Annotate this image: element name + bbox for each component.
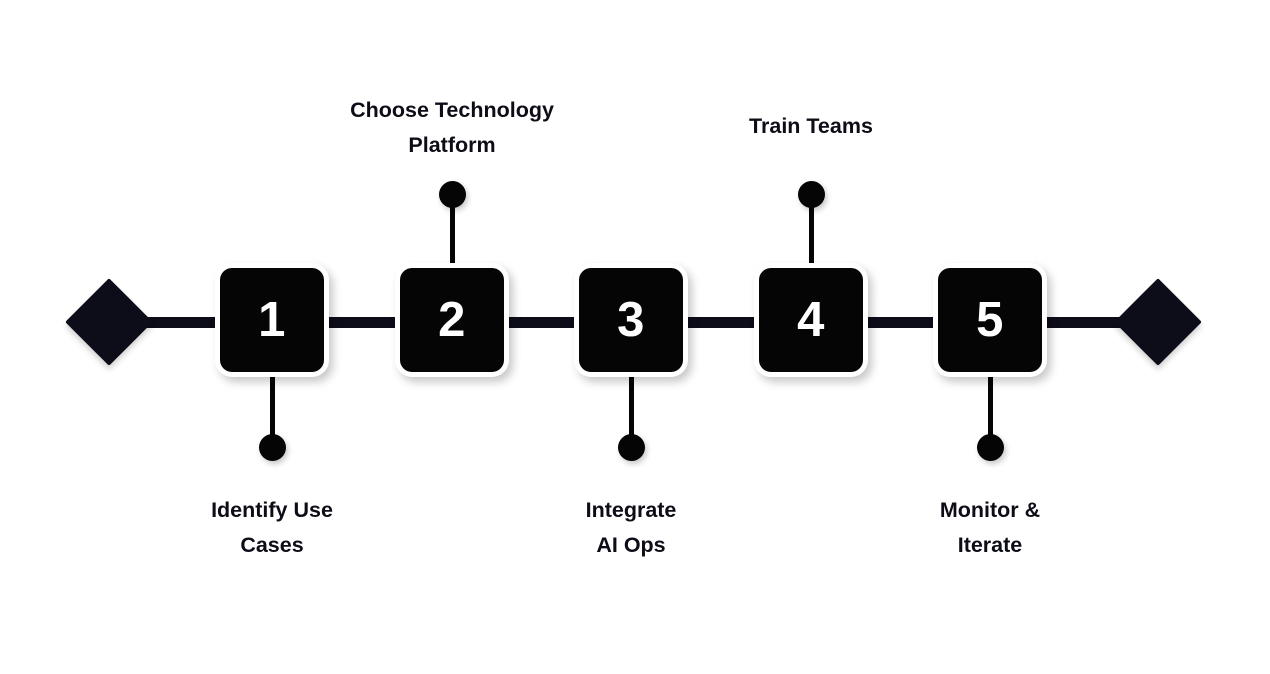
step-3-number: 3	[617, 292, 645, 347]
step-3-number-box[interactable]: 3	[574, 263, 688, 377]
step-5-number-box[interactable]: 5	[933, 263, 1047, 377]
step-2-number-box[interactable]: 2	[395, 263, 509, 377]
step-5-label: Monitor & Iterate	[939, 498, 1041, 557]
step-1-marker-dot-icon	[258, 434, 286, 461]
step-3-label: Integrate AI Ops	[585, 498, 677, 557]
step-4-number: 4	[797, 292, 825, 347]
step-1-number-box[interactable]: 1	[215, 263, 329, 377]
step-1-label: Identify Use Cases	[211, 498, 333, 557]
step-2-label: Choose Technology Platform	[350, 98, 554, 157]
step-1-number: 1	[258, 292, 286, 347]
step-4-label: Train Teams	[749, 114, 873, 138]
step-3-connector-stem	[628, 377, 634, 442]
step-5-connector-stem	[987, 377, 993, 442]
step-5-marker-dot-icon	[976, 434, 1004, 461]
step-2-number: 2	[438, 292, 466, 347]
step-4-number-box[interactable]: 4	[754, 263, 868, 377]
step-5-number: 5	[976, 292, 1004, 347]
timeline-start-diamond-icon	[65, 278, 153, 366]
step-3-marker-dot-icon	[617, 434, 645, 461]
step-2-marker-dot-icon	[438, 181, 466, 208]
timeline-end-diamond-icon	[1114, 278, 1202, 366]
step-1-connector-stem	[269, 377, 275, 442]
step-4-connector-stem	[808, 202, 814, 265]
step-2-connector-stem	[449, 202, 455, 265]
step-4-marker-dot-icon	[797, 181, 825, 208]
